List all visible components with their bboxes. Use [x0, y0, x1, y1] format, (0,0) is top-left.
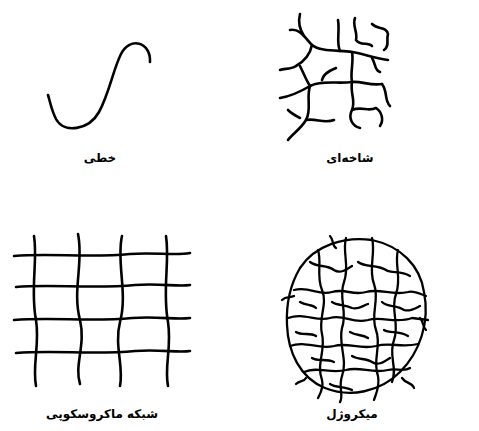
structure-label: شبکه ماکروسکوپی	[46, 407, 158, 421]
structure-label: شاخه‌ای	[326, 151, 373, 165]
macroscopic-network	[14, 234, 190, 386]
linear-chain	[48, 43, 150, 128]
structure-label: میکروژل	[326, 407, 378, 421]
branched-polymer	[280, 14, 390, 140]
structure-label: خطی	[84, 151, 116, 165]
microgel	[282, 236, 428, 402]
